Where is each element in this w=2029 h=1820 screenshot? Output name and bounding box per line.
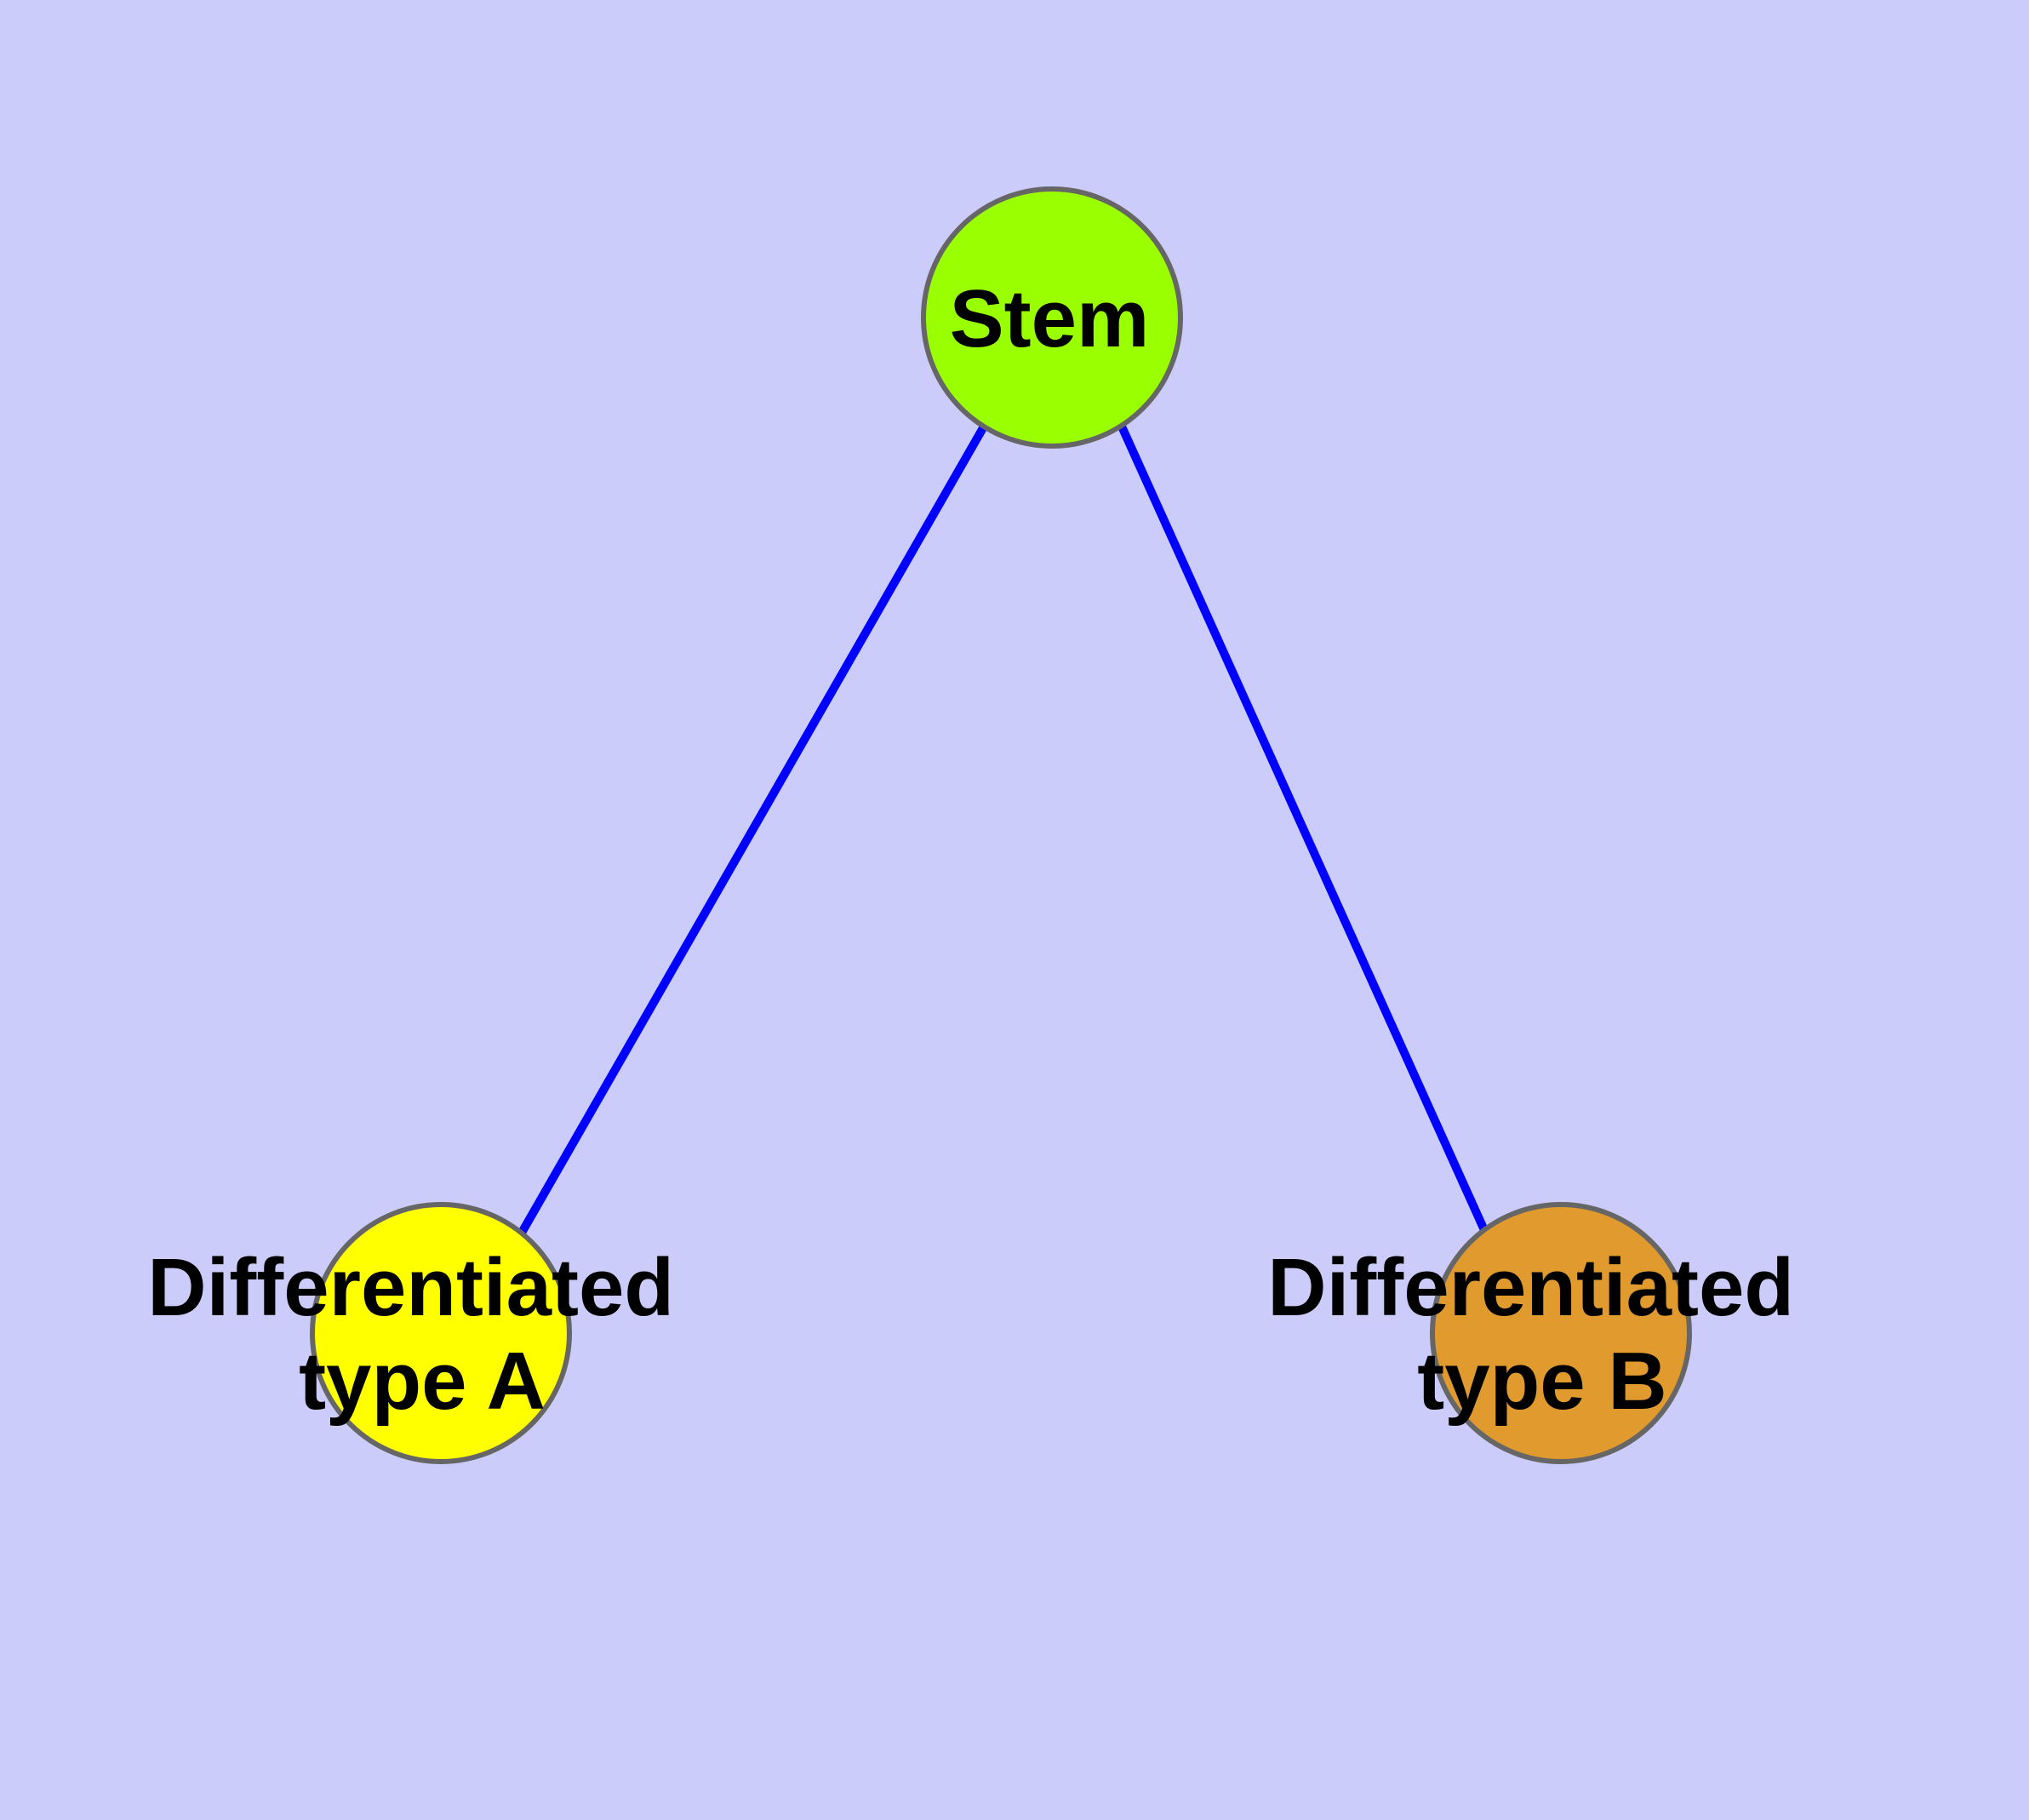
node-differentiated-type-b-label-line-2: type B	[1417, 1336, 1666, 1427]
node-stem-label-line-1: Stem	[950, 273, 1150, 364]
node-differentiated-type-a[interactable]: Differentiated type A	[147, 1202, 696, 1464]
node-stem-label: Stem	[950, 273, 1150, 364]
node-differentiated-type-a-label-line-1: Differentiated	[147, 1242, 674, 1333]
node-stem[interactable]: Stem	[921, 186, 1183, 449]
edge-stem-to-differentiated-type-a[interactable]	[517, 424, 988, 1235]
node-differentiated-type-b-label: Differentiated type B	[1267, 1242, 1816, 1427]
edges-layer	[517, 424, 1489, 1235]
node-stem-circle[interactable]	[921, 186, 1183, 449]
node-differentiated-type-b-label-line-1: Differentiated	[1267, 1242, 1794, 1333]
nodes-layer: Stem Differentiated type A Differentiate…	[147, 186, 1816, 1464]
node-differentiated-type-a-label: Differentiated type A	[147, 1242, 696, 1427]
edge-stem-to-differentiated-type-b[interactable]	[1117, 424, 1489, 1233]
node-differentiated-type-a-label-line-2: type A	[299, 1336, 546, 1427]
node-differentiated-type-b[interactable]: Differentiated type B	[1267, 1202, 1816, 1464]
node-differentiated-type-a-circle[interactable]	[310, 1202, 572, 1464]
node-differentiated-type-b-circle[interactable]	[1430, 1202, 1692, 1464]
